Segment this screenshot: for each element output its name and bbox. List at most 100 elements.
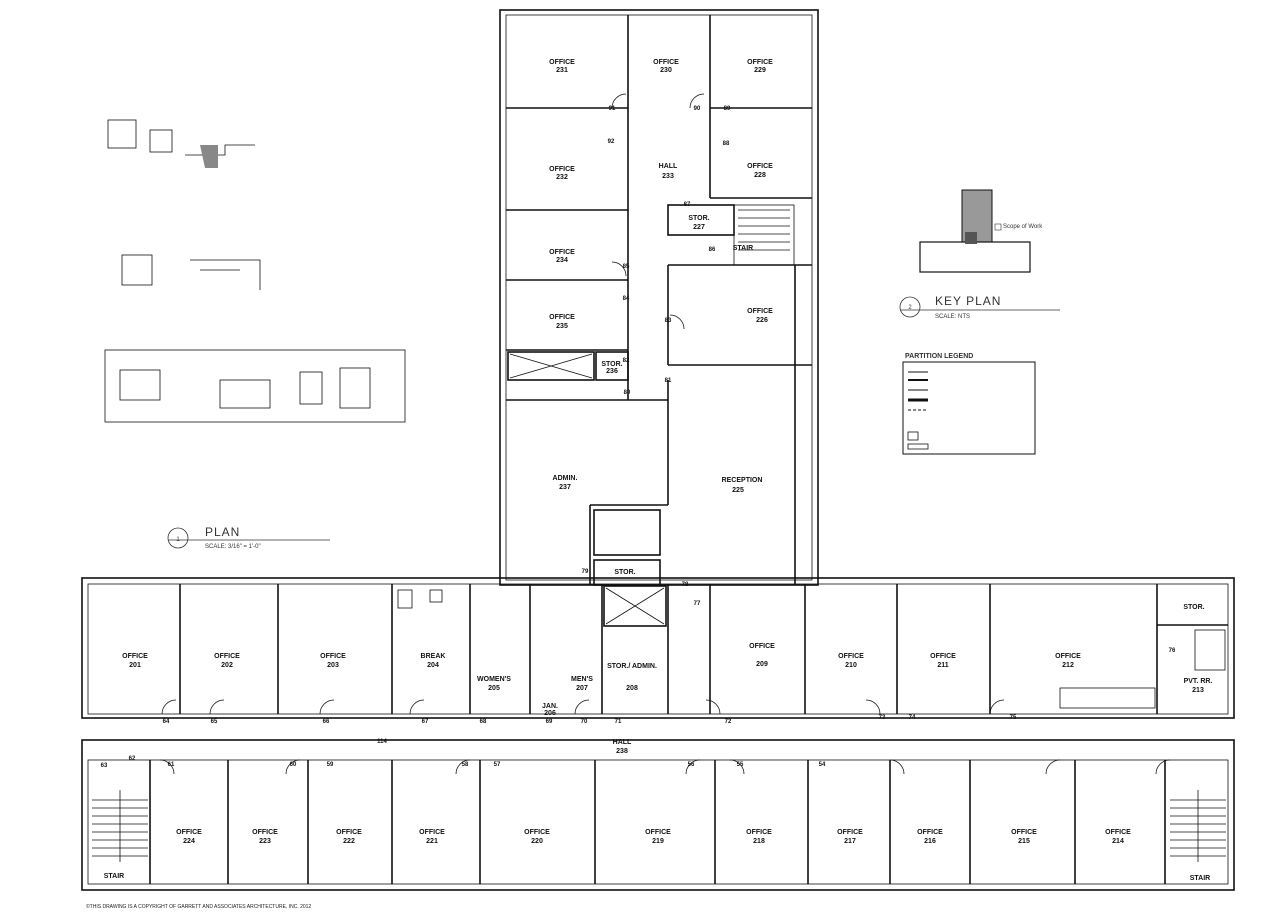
scope-of-work-label: Scope of Work: [1003, 224, 1043, 230]
door-tag: 89: [724, 106, 731, 112]
door-tag: 81: [665, 378, 672, 384]
plan-title: PLAN: [205, 525, 240, 539]
room-number: 232: [556, 174, 568, 181]
room-number: 208: [626, 685, 638, 692]
room-name: OFFICE: [653, 59, 679, 66]
door-tags: 91 90 89 92 88 87 86 85 84 83 82 81 80 7…: [101, 106, 1176, 769]
door-tag: 80: [624, 390, 631, 396]
room-number: 230: [660, 67, 672, 74]
room-name: STAIR: [733, 245, 753, 252]
room-name: OFFICE: [645, 829, 671, 836]
copyright-note: ©THIS DRAWING IS A COPYRIGHT OF GARRETT …: [86, 903, 311, 910]
door-tag: 64: [163, 719, 170, 725]
room-number: 219: [652, 838, 664, 845]
door-tag: 82: [623, 358, 630, 364]
room-number: 202: [221, 662, 233, 669]
room-name: WOMEN'S: [477, 676, 511, 683]
middle-band-walls: [81, 577, 1235, 719]
door-tag: 61: [168, 762, 175, 768]
door-tag: 69: [546, 719, 553, 725]
room-number: 204: [427, 662, 439, 669]
room-name: ADMIN.: [553, 475, 578, 482]
room-number: 226: [756, 317, 768, 324]
room-name: OFFICE: [252, 829, 278, 836]
room-name: OFFICE: [838, 653, 864, 660]
door-tag: 87: [684, 202, 691, 208]
room-name: OFFICE: [1011, 829, 1037, 836]
room-number: 210: [845, 662, 857, 669]
key-plan: [899, 189, 1060, 318]
room-number: 224: [183, 838, 195, 845]
door-tag: 55: [737, 762, 744, 768]
room-name: PVT. RR.: [1184, 678, 1213, 685]
room-name: OFFICE: [176, 829, 202, 836]
door-tag: 77: [694, 601, 701, 607]
room-name: STAIR: [1190, 875, 1210, 882]
door-tag: 78: [682, 582, 689, 588]
door-swings: [159, 93, 1171, 775]
plan-title-block: [167, 527, 330, 549]
room-number: 231: [556, 67, 568, 74]
room-name: STOR.: [601, 361, 622, 368]
plan-number: 1: [176, 537, 180, 543]
key-plan-title: KEY PLAN: [935, 294, 1001, 308]
stair-right: [1170, 790, 1226, 862]
room-name: OFFICE: [746, 829, 772, 836]
stair-left: [92, 790, 148, 862]
door-tag: 74: [909, 715, 916, 721]
bottom-room-labels: OFFICE 224 OFFICE 223 OFFICE 222 OFFICE …: [104, 829, 1210, 882]
door-tag: 90: [694, 106, 701, 112]
door-tag: 60: [290, 762, 297, 768]
door-tag: 57: [494, 762, 501, 768]
room-name: OFFICE: [747, 308, 773, 315]
room-number: 225: [732, 487, 744, 494]
door-tag: 75: [1010, 715, 1017, 721]
room-name: STOR.: [688, 215, 709, 222]
room-name: OFFICE: [930, 653, 956, 660]
room-name: OFFICE: [336, 829, 362, 836]
door-tag: 67: [422, 719, 429, 725]
door-tag: 86: [709, 247, 716, 253]
room-name: JAN.: [542, 703, 558, 710]
room-name: OFFICE: [747, 163, 773, 170]
door-tag: 70: [581, 719, 588, 725]
room-number: 203: [327, 662, 339, 669]
room-name: OFFICE: [524, 829, 550, 836]
detail-sketches: [104, 119, 406, 423]
door-tag: 62: [129, 756, 136, 762]
room-name: OFFICE: [749, 643, 775, 650]
room-name: OFFICE: [214, 653, 240, 660]
room-name: OFFICE: [122, 653, 148, 660]
room-name: HALL: [613, 739, 632, 746]
room-number: 217: [844, 838, 856, 845]
door-tag: 68: [480, 719, 487, 725]
room-name: STAIR: [104, 873, 124, 880]
key-plan-number: 2: [908, 305, 912, 311]
door-tag: 56: [688, 762, 695, 768]
door-tag: 91: [609, 106, 616, 112]
room-number: 235: [556, 323, 568, 330]
upper-wing-walls: [499, 9, 819, 586]
room-name: STOR./ ADMIN.: [607, 663, 657, 670]
legend-title: PARTITION LEGEND: [905, 353, 973, 360]
room-name: BREAK: [421, 653, 446, 660]
room-name: OFFICE: [549, 166, 575, 173]
room-name: OFFICE: [1105, 829, 1131, 836]
room-number: 228: [754, 172, 766, 179]
room-number: 238: [616, 748, 628, 755]
room-name: OFFICE: [549, 59, 575, 66]
room-number: 213: [1192, 687, 1204, 694]
room-name: OFFICE: [549, 314, 575, 321]
door-tag: 63: [101, 763, 108, 769]
room-name: OFFICE: [549, 249, 575, 256]
door-tag: 54: [819, 762, 826, 768]
door-tag: 65: [211, 719, 218, 725]
room-number: 209: [756, 661, 768, 668]
door-tag: 66: [323, 719, 330, 725]
room-name: HALL: [659, 163, 678, 170]
middle-room-labels: OFFICE 201 OFFICE 202 OFFICE 203 BREAK 2…: [122, 604, 1212, 755]
room-name: STOR.: [1183, 604, 1204, 611]
door-tag: 73: [879, 715, 886, 721]
